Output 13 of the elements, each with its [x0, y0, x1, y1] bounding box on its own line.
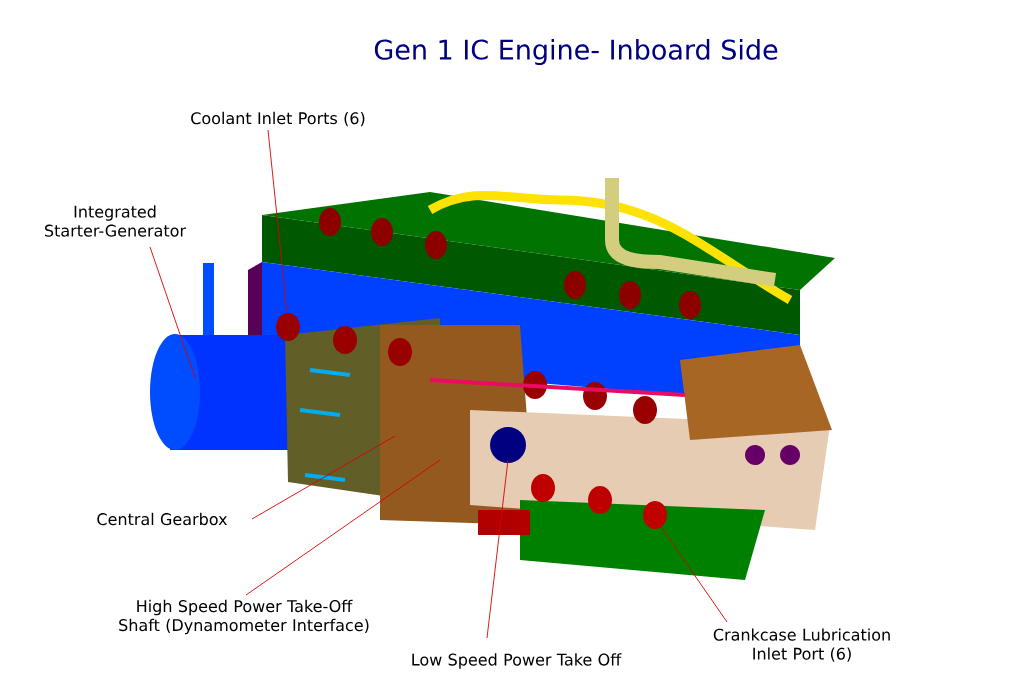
callout-label: Low Speed Power Take Off: [412, 653, 622, 669]
callout-label: Coolant Inlet Ports (6): [191, 111, 365, 127]
leader-line: [245, 459, 441, 596]
leader-line: [486, 459, 509, 639]
callout-label: Central Gearbox: [97, 512, 228, 526]
leader-line: [149, 246, 196, 379]
leader-line: [251, 435, 396, 520]
callout-label: Crankcase Lubrication Inlet Port (6): [713, 628, 890, 662]
leader-line: [654, 517, 728, 623]
leader-line: [267, 129, 288, 313]
title: Gen 1 IC Engine- Inboard Side: [374, 38, 778, 66]
callout-label: High Speed Power Take-Off Shaft (Dynamometer Interface): [119, 599, 369, 635]
callout-label: Integrated Starter-Generator: [45, 205, 187, 237]
